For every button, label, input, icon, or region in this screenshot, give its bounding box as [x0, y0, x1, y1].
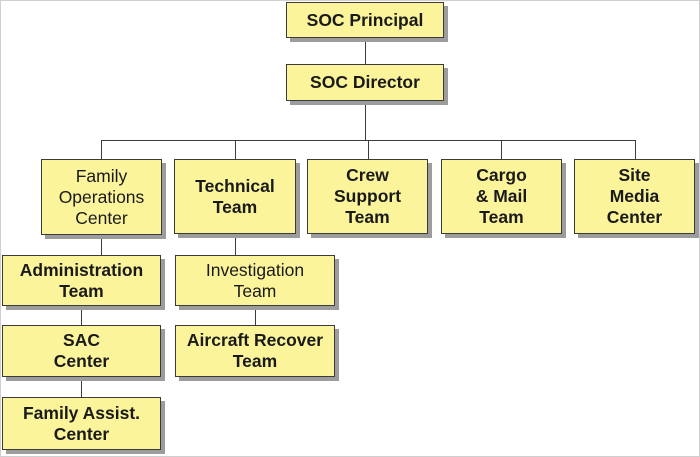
connector-bus-crew — [368, 140, 369, 159]
family-assist-center-box: Family Assist. Center — [2, 397, 161, 450]
connector-investigation-aircraft — [255, 306, 256, 325]
connector-admin-sac — [81, 306, 82, 325]
cargo-mail-team-box: Cargo & Mail Team — [441, 159, 562, 234]
soc-director-box: SOC Director — [286, 64, 444, 101]
site-media-center-box: Site Media Center — [574, 159, 695, 234]
connector-sac-assist — [81, 377, 82, 397]
crew-support-team-box: Crew Support Team — [307, 159, 428, 234]
investigation-team-box: Investigation Team — [175, 255, 335, 306]
connector-director-bus — [365, 101, 366, 141]
connector-family-admin — [101, 235, 102, 255]
connector-bus-technical — [235, 140, 236, 159]
aircraft-recover-team-box: Aircraft Recover Team — [175, 325, 335, 377]
connector-technical-investigation — [235, 234, 236, 255]
connector-principal-director — [365, 38, 366, 64]
family-operations-center-box: Family Operations Center — [41, 159, 162, 235]
technical-team-box: Technical Team — [174, 159, 296, 234]
sac-center-box: SAC Center — [2, 325, 161, 377]
connector-bus-cargo — [501, 140, 502, 159]
administration-team-box: Administration Team — [2, 255, 161, 306]
soc-principal-box: SOC Principal — [286, 2, 444, 38]
connector-bus-family-ops — [101, 140, 102, 159]
connector-bus-media — [635, 140, 636, 159]
